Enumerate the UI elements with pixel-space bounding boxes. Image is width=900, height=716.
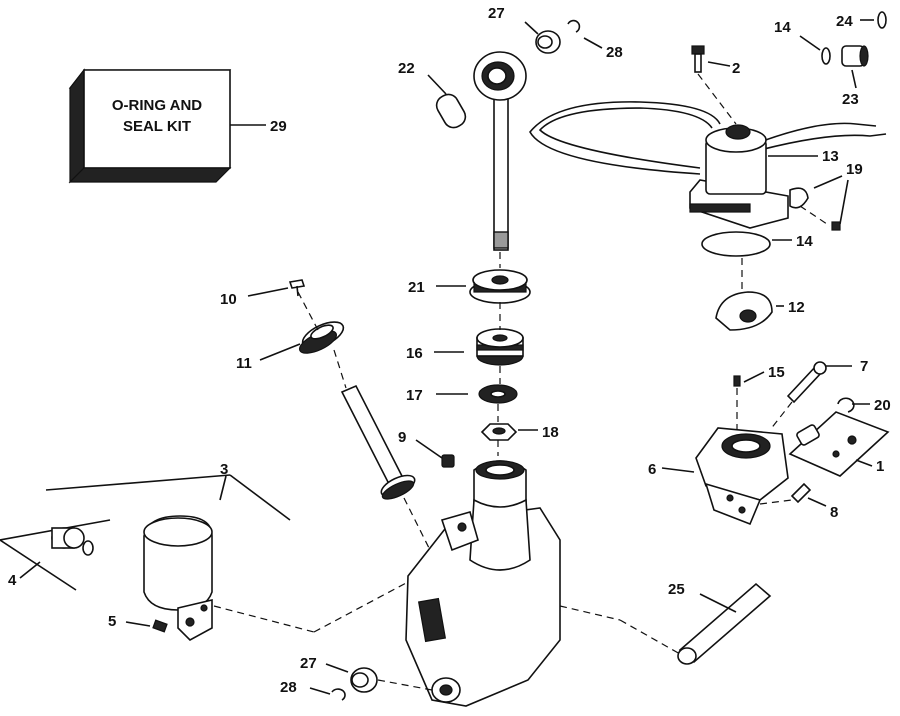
cap-11 xyxy=(298,321,345,354)
nut-18 xyxy=(480,423,518,441)
oring-24 xyxy=(877,11,887,29)
valve-9 xyxy=(441,454,455,468)
screw-15 xyxy=(733,375,741,387)
callout-21: 21 xyxy=(408,279,425,296)
callout-29: 29 xyxy=(270,118,287,135)
callout-1: 1 xyxy=(876,458,884,475)
clip-19 xyxy=(789,187,809,209)
bushing-27-bottom xyxy=(350,667,378,693)
callout-12: 12 xyxy=(788,299,805,316)
bolt-7 xyxy=(786,361,827,404)
callout-27-bottom: 27 xyxy=(300,655,317,672)
kit-box-line2: SEAL KIT xyxy=(123,118,191,135)
callout-28-bottom: 28 xyxy=(280,679,297,696)
valve-body-6 xyxy=(695,424,820,526)
callout-18: 18 xyxy=(542,424,559,441)
pin-22 xyxy=(435,93,467,129)
reservoir xyxy=(143,515,213,641)
callout-19: 19 xyxy=(846,161,863,178)
kit-box-line1: O-RING AND xyxy=(112,97,202,114)
screw-5 xyxy=(152,619,168,633)
clip-20 xyxy=(837,397,855,413)
callout-6: 6 xyxy=(648,461,656,478)
tube xyxy=(340,384,416,500)
callout-7: 7 xyxy=(860,358,868,375)
callout-9: 9 xyxy=(398,429,406,446)
cover-12 xyxy=(715,291,773,331)
callout-25: 25 xyxy=(668,581,685,598)
plug-23 xyxy=(841,45,869,67)
rod-guide-21 xyxy=(469,269,531,304)
trim-rod xyxy=(473,51,527,251)
bushing-27-top xyxy=(535,30,561,54)
callout-2: 2 xyxy=(732,60,740,77)
callout-8: 8 xyxy=(830,504,838,521)
screw-2 xyxy=(691,45,705,73)
callout-10: 10 xyxy=(220,291,237,308)
oring-14-top xyxy=(821,47,831,65)
screw-19 xyxy=(831,221,841,231)
callout-11: 11 xyxy=(236,355,252,372)
screw-10 xyxy=(288,279,306,297)
piston-16 xyxy=(476,328,524,366)
callout-13: 13 xyxy=(822,148,839,165)
callout-22: 22 xyxy=(398,60,415,77)
callout-28-top: 28 xyxy=(606,44,623,61)
callout-5: 5 xyxy=(108,613,116,630)
oring-14-mid xyxy=(701,231,771,257)
screw-8 xyxy=(790,482,812,504)
callout-4: 4 xyxy=(8,572,17,589)
callout-16: 16 xyxy=(406,345,423,362)
callout-23: 23 xyxy=(842,91,859,108)
pump-housing xyxy=(405,460,561,707)
callout-27-top: 27 xyxy=(488,5,505,22)
callout-14-mid: 14 xyxy=(796,233,813,250)
motor-13 xyxy=(529,101,887,229)
bushing-4 xyxy=(51,527,94,556)
callout-3: 3 xyxy=(220,461,228,478)
callout-17: 17 xyxy=(406,387,423,404)
gasket-plate-1 xyxy=(788,411,890,477)
pin-25 xyxy=(677,582,772,665)
washer-17 xyxy=(478,384,518,404)
callout-14-top: 14 xyxy=(774,19,791,36)
callout-20: 20 xyxy=(874,397,891,414)
seal-kit-box: O-RING AND SEAL KIT xyxy=(68,68,232,184)
callout-15: 15 xyxy=(768,364,785,381)
callout-24: 24 xyxy=(836,13,853,30)
